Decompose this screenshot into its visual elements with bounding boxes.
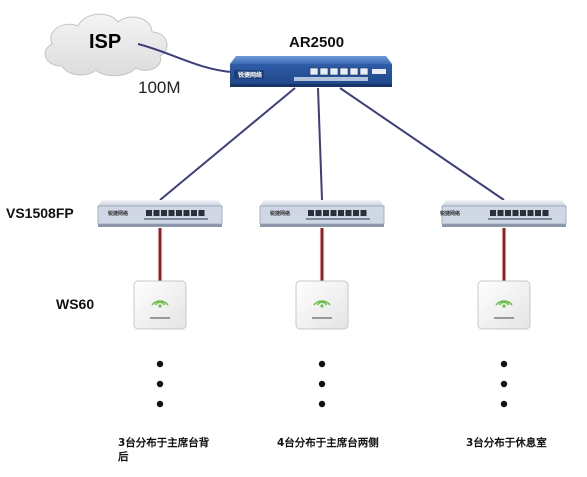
ellipsis-dot-1-3 xyxy=(156,400,164,408)
switch-branch-2 xyxy=(259,200,385,408)
wifi-icon xyxy=(495,300,513,306)
wifi-icon xyxy=(151,300,169,306)
switch-port-1-3 xyxy=(161,210,167,216)
switch-port-2-4 xyxy=(330,210,337,216)
wifi-icon-dot xyxy=(320,304,324,308)
ellipsis-dot-3-2 xyxy=(500,380,508,388)
switch-port-3-2 xyxy=(497,210,504,216)
switch-port-2-3 xyxy=(323,210,329,216)
switch-port-2-6 xyxy=(345,210,352,216)
ellipsis-dot-3-3 xyxy=(500,400,508,408)
switch-brand-1: 锐捷网络 xyxy=(108,211,129,217)
uplink-2 xyxy=(317,87,323,201)
wifi-icon-inner xyxy=(498,301,510,306)
ellipsis-dot-2-2 xyxy=(318,380,326,388)
switch-led-strip-3 xyxy=(488,218,552,220)
ellipsis-dot-2-3 xyxy=(318,400,326,408)
ap-model-label: WS60 xyxy=(56,296,95,312)
bandwidth-label: 100M xyxy=(138,78,181,97)
switch-port-2-1 xyxy=(308,210,314,216)
wifi-icon-dot xyxy=(502,304,506,308)
switch-model-label: VS1508FP xyxy=(6,205,74,221)
switch-port-3-4 xyxy=(512,210,519,216)
ellipsis-dot-1-2 xyxy=(156,380,164,388)
switch-port-1-8 xyxy=(198,210,205,216)
switch-port-1-6 xyxy=(183,210,190,216)
ap-brand-mark-3 xyxy=(494,317,514,319)
branch-caption-3: 3台分布于休息室 xyxy=(466,437,547,449)
ellipsis-dot-3-1 xyxy=(500,360,508,368)
switch-port-1-1 xyxy=(146,210,152,216)
switch-brand-2: 锐捷网络 xyxy=(270,211,291,217)
isp-router-link xyxy=(137,43,233,73)
switch-branch-1 xyxy=(97,200,223,408)
ellipsis-dot-1-1 xyxy=(156,360,164,368)
branches-group xyxy=(97,200,567,408)
isp-label: ISP xyxy=(89,31,122,53)
switch-port-3-6 xyxy=(527,210,534,216)
switch-top-1 xyxy=(98,200,222,206)
switch-top-2 xyxy=(260,200,384,206)
uplink-3 xyxy=(339,87,505,201)
router-brand-label: 锐捷网络 xyxy=(238,72,263,79)
switch-brand-3: 锐捷网络 xyxy=(440,211,461,217)
branch-caption-2: 4台分布于主席台两侧 xyxy=(277,437,379,449)
switch-port-1-7 xyxy=(191,210,197,216)
switch-port-1-2 xyxy=(153,210,160,216)
switch-port-2-7 xyxy=(353,210,359,216)
switch-port-3-7 xyxy=(535,210,541,216)
switch-led-strip-1 xyxy=(144,218,208,220)
switch-led-strip-2 xyxy=(306,218,370,220)
uplink-1 xyxy=(159,87,296,201)
isp-cloud xyxy=(44,13,168,77)
switch-port-2-8 xyxy=(360,210,367,216)
wifi-icon xyxy=(313,300,331,306)
branch-caption-1: 3台分布于主席台背后 xyxy=(118,437,210,463)
switch-port-1-5 xyxy=(176,210,182,216)
switch-base-2 xyxy=(260,224,384,227)
switch-port-3-3 xyxy=(505,210,511,216)
wifi-icon-inner xyxy=(154,301,166,306)
ap-brand-mark-2 xyxy=(312,317,332,319)
router-label: AR2500 xyxy=(289,34,345,51)
switch-port-1-4 xyxy=(168,210,175,216)
ellipsis-dot-2-1 xyxy=(318,360,326,368)
switch-base-3 xyxy=(442,224,566,227)
switch-branch-3 xyxy=(441,200,567,408)
switch-top-3 xyxy=(442,200,566,206)
switch-port-3-8 xyxy=(542,210,549,216)
wifi-icon-inner xyxy=(316,301,328,306)
ap-brand-mark-1 xyxy=(150,317,170,319)
wifi-icon-dot xyxy=(158,304,162,308)
switch-port-3-1 xyxy=(490,210,496,216)
router-device xyxy=(230,56,392,87)
switch-port-2-5 xyxy=(338,210,344,216)
switch-port-3-5 xyxy=(520,210,526,216)
switch-base-1 xyxy=(98,224,222,227)
switch-port-2-2 xyxy=(315,210,322,216)
